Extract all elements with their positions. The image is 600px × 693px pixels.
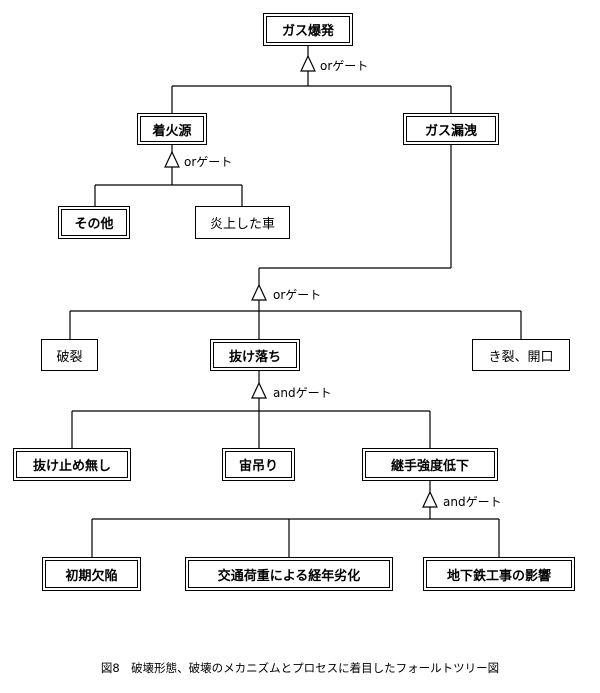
node-gas-leak: ガス漏洩 [403, 113, 499, 145]
node-pull-out: 抜け落ち [210, 339, 300, 371]
node-gas-explosion: ガス爆発 [263, 13, 353, 46]
node-rupture: 破裂 [41, 339, 98, 371]
or-gate-3 [251, 283, 267, 301]
node-subway-work-effect: 地下鉄工事の影響 [423, 557, 575, 591]
figure-caption: 図8 破壊形態、破壊のメカニズムとプロセスに着目したフォールトツリー図 [100, 661, 500, 675]
node-ignition-source: 着火源 [137, 113, 207, 145]
node-crack-opening: き裂、開口 [472, 339, 570, 371]
gate-label-or-3: orゲート [273, 288, 322, 302]
node-joint-strength-decline: 継手強度低下 [362, 448, 498, 481]
gate-label-or-2: orゲート [184, 155, 233, 169]
node-burning-vehicle: 炎上した車 [195, 206, 290, 239]
and-gate-1 [251, 381, 267, 399]
node-no-pullout-stop: 抜け止め無し [13, 448, 131, 481]
and-gate-2 [422, 490, 438, 508]
gate-label-and-2: andゲート [443, 495, 502, 509]
node-other: その他 [58, 206, 130, 239]
node-suspension: 宙吊り [222, 448, 295, 481]
gate-label-and-1: andゲート [273, 386, 332, 400]
gate-label-or-1: orゲート [320, 59, 369, 73]
or-gate-2 [164, 150, 180, 168]
node-aging-traffic-load: 交通荷重による経年劣化 [185, 557, 393, 591]
node-initial-defect: 初期欠陥 [42, 557, 141, 591]
or-gate-1 [300, 54, 316, 72]
